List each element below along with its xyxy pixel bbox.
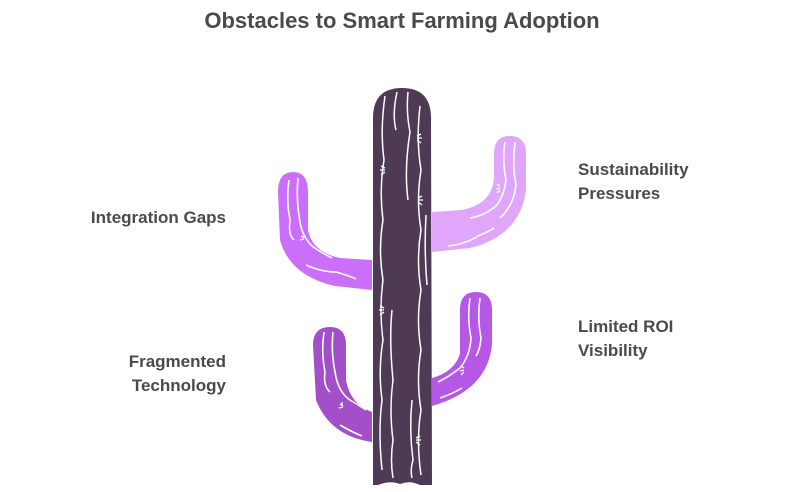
label-limited-roi-visibility: Limited ROI Visibility bbox=[578, 317, 674, 360]
page-title: Obstacles to Smart Farming Adoption bbox=[204, 8, 600, 33]
branch-fragmented-technology bbox=[313, 327, 372, 442]
branch-limited-roi-visibility bbox=[432, 292, 492, 406]
label-integration-gaps: Integration Gaps bbox=[90, 208, 226, 227]
branch-integration-gaps bbox=[278, 172, 372, 290]
cactus-trunk bbox=[373, 88, 432, 485]
branch-sustainability-pressures bbox=[432, 136, 526, 252]
label-sustainability-pressures: Sustainability Pressures bbox=[578, 160, 689, 203]
label-fragmented-technology: Fragmented Technology bbox=[128, 352, 226, 395]
